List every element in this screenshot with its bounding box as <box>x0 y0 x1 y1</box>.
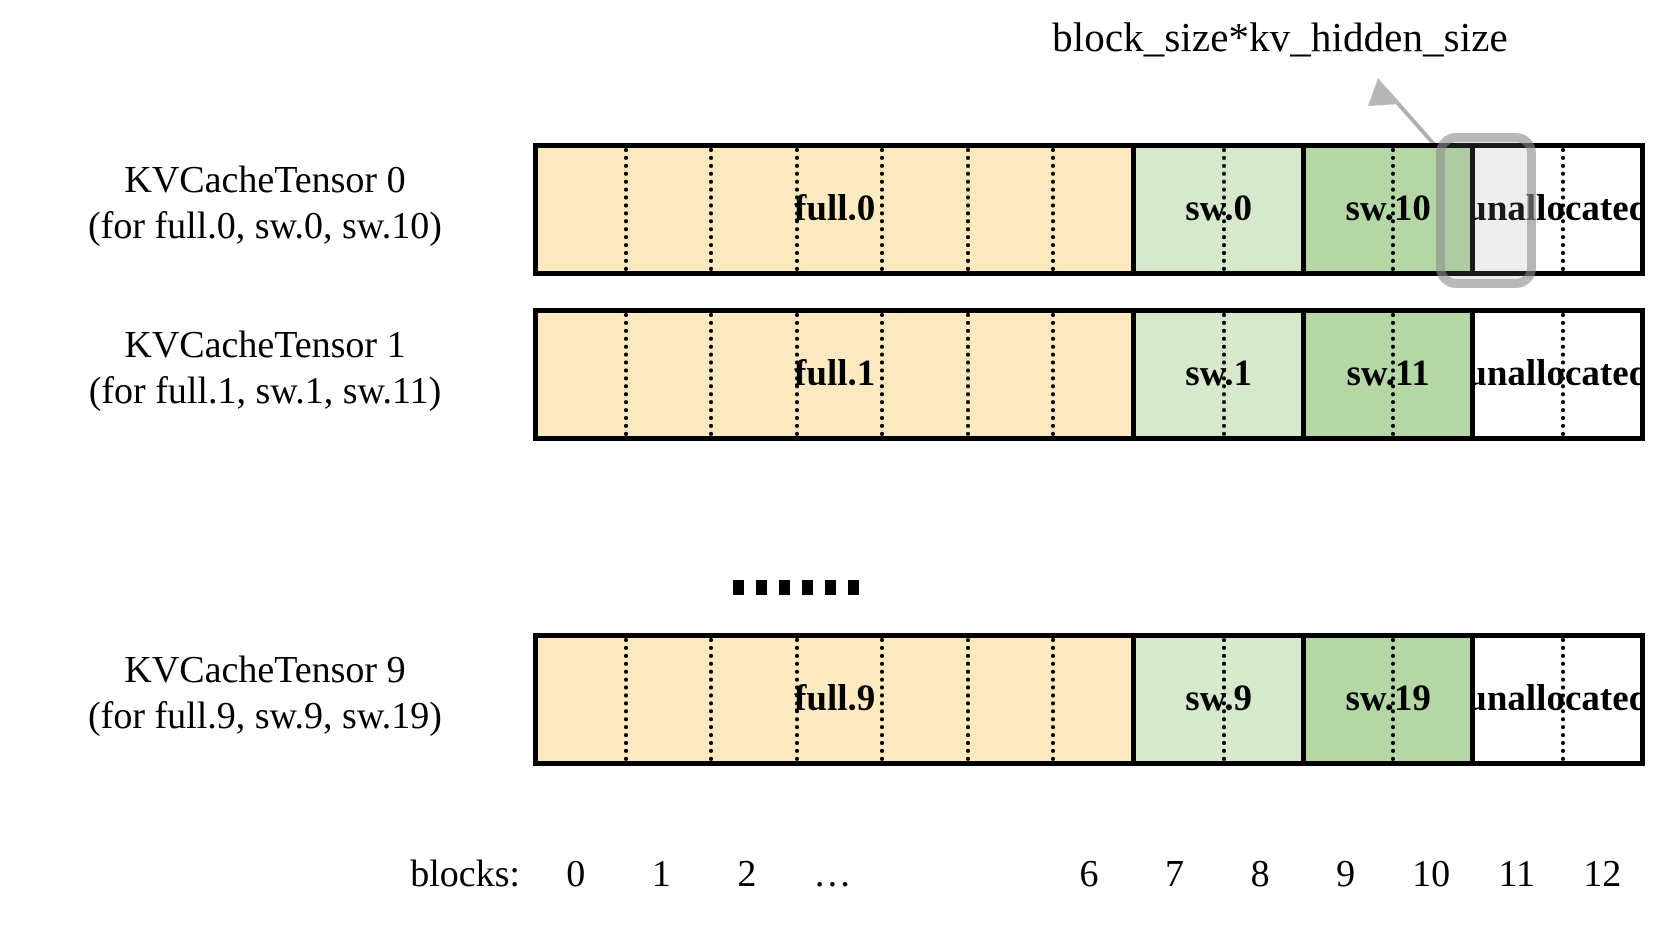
block-divider-6 <box>1051 148 1056 271</box>
block-divider-4 <box>880 638 885 761</box>
block-divider-1 <box>623 313 628 436</box>
vertical-ellipsis <box>733 580 859 595</box>
row-label-title-0: KVCacheTensor 0 <box>124 159 406 201</box>
segment-sw2-2[interactable]: sw.19 <box>1300 638 1471 761</box>
segment-full-1[interactable]: full.1 <box>538 313 1132 436</box>
ellipsis-dot <box>756 580 767 595</box>
row-label-0: KVCacheTensor 0(for full.0, sw.0, sw.10) <box>15 157 515 250</box>
segment-label-sw2-2: sw.19 <box>1345 678 1431 720</box>
axis-tick-…: … <box>813 853 852 895</box>
row-label-detail-1: (for full.1, sw.1, sw.11) <box>88 370 442 413</box>
axis-tick-7: 7 <box>1165 853 1185 895</box>
block-divider-2 <box>709 638 714 761</box>
row-label-title-1: KVCacheTensor 1 <box>124 324 406 366</box>
segment-full-0[interactable]: full.0 <box>538 148 1132 271</box>
tensor-bar-1: full.1 sw.1 sw.11 unallocated <box>533 308 1645 441</box>
axis-tick-11: 11 <box>1498 853 1535 895</box>
axis-tick-10: 10 <box>1412 853 1451 895</box>
segment-sw2-0[interactable]: sw.10 <box>1300 148 1471 271</box>
ellipsis-dot <box>848 580 859 595</box>
axis-tick-2: 2 <box>737 853 757 895</box>
block-divider-4 <box>880 313 885 436</box>
ellipsis-dot <box>779 580 790 595</box>
ellipsis-dot <box>733 580 744 595</box>
segment-label-unallocated-0: unallocated <box>1470 188 1641 230</box>
callout-title: block_size*kv_hidden_size <box>1052 14 1508 60</box>
segment-label-full-0: full.0 <box>794 188 876 230</box>
blocks-axis-title: blocks: <box>410 853 520 895</box>
segment-label-sw-1: sw.1 <box>1185 353 1253 395</box>
block-divider-4 <box>880 148 885 271</box>
axis-tick-12: 12 <box>1583 853 1622 895</box>
segment-label-unallocated-2: unallocated <box>1470 678 1641 720</box>
block-divider-5 <box>965 638 970 761</box>
block-divider-2 <box>709 313 714 436</box>
row-label-detail-2: (for full.9, sw.9, sw.19) <box>88 695 442 738</box>
row-label-title-2: KVCacheTensor 9 <box>124 649 406 691</box>
segment-unallocated-1[interactable]: unallocated <box>1470 313 1641 436</box>
segment-full-2[interactable]: full.9 <box>538 638 1132 761</box>
block-divider-5 <box>965 313 970 436</box>
axis-tick-0: 0 <box>566 853 586 895</box>
segment-label-unallocated-1: unallocated <box>1470 353 1641 395</box>
segment-label-sw2-1: sw.11 <box>1346 353 1430 395</box>
segment-label-full-1: full.1 <box>794 353 876 395</box>
segment-sw-0[interactable]: sw.0 <box>1131 148 1301 271</box>
block-divider-2 <box>709 148 714 271</box>
block-divider-6 <box>1051 638 1056 761</box>
row-label-2: KVCacheTensor 9(for full.9, sw.9, sw.19) <box>15 647 515 740</box>
segment-label-sw-2: sw.9 <box>1185 678 1253 720</box>
axis-tick-1: 1 <box>651 853 671 895</box>
row-label-1: KVCacheTensor 1(for full.1, sw.1, sw.11) <box>15 322 515 415</box>
block-divider-6 <box>1051 313 1056 436</box>
segment-label-sw-0: sw.0 <box>1185 188 1253 230</box>
block-divider-1 <box>623 148 628 271</box>
axis-tick-9: 9 <box>1336 853 1356 895</box>
tensor-bar-2: full.9 sw.9 sw.19 unallocated <box>533 633 1645 766</box>
segment-unallocated-0[interactable]: unallocated <box>1470 148 1641 271</box>
axis-tick-6: 6 <box>1079 853 1099 895</box>
row-label-detail-0: (for full.0, sw.0, sw.10) <box>88 205 442 248</box>
segment-unallocated-2[interactable]: unallocated <box>1470 638 1641 761</box>
ellipsis-dot <box>825 580 836 595</box>
block-divider-5 <box>965 148 970 271</box>
block-divider-1 <box>623 638 628 761</box>
segment-sw-2[interactable]: sw.9 <box>1131 638 1301 761</box>
segment-sw2-1[interactable]: sw.11 <box>1300 313 1471 436</box>
tensor-bar-0: full.0 sw.0 sw.10 unallocated <box>533 143 1645 276</box>
ellipsis-dot <box>802 580 813 595</box>
segment-sw-1[interactable]: sw.1 <box>1131 313 1301 436</box>
axis-tick-8: 8 <box>1250 853 1270 895</box>
segment-label-sw2-0: sw.10 <box>1345 188 1431 230</box>
segment-label-full-2: full.9 <box>794 678 876 720</box>
